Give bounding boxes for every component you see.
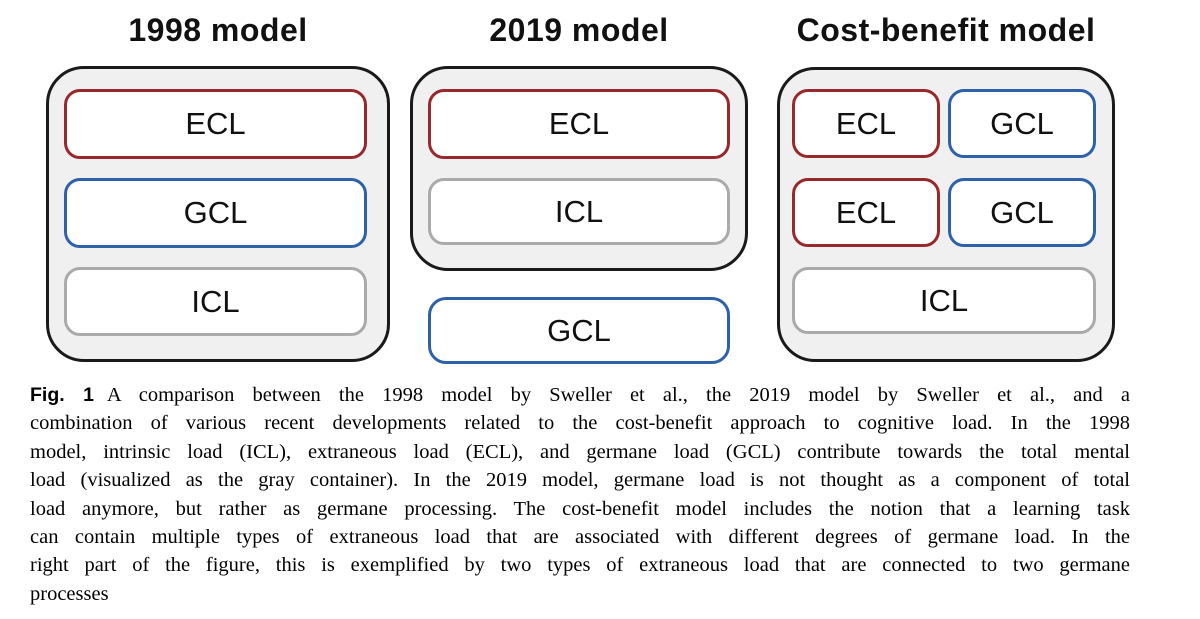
gcl-box-outside: GCL — [428, 297, 730, 364]
caption-line: load (visualized as the gray container).… — [30, 469, 1130, 492]
ecl-box: ECL — [64, 89, 367, 159]
model-title-2019: 2019 model — [489, 12, 669, 48]
caption-line: right part of the figure, this is exempl… — [30, 554, 1130, 577]
model-title-cost-benefit: Cost-benefit model — [796, 12, 1096, 48]
icl-box: ICL — [64, 267, 367, 336]
caption-line: can contain multiple types of extraneous… — [30, 526, 1130, 549]
caption-text: A comparison between the 1998 model by S… — [106, 384, 1130, 406]
caption-line: load anymore, but rather as germane proc… — [30, 497, 1130, 520]
caption-line: processes — [30, 582, 109, 605]
caption-line: model, intrinsic load (ICL), extraneous … — [30, 440, 1130, 463]
figure-caption: Fig. 1 A comparison between the 1998 mode… — [30, 381, 1130, 608]
caption-line: combination of various recent developmen… — [30, 412, 1130, 435]
ecl-box: ECL — [428, 89, 730, 159]
gcl-box: GCL — [948, 89, 1096, 158]
caption-line: Fig. 1 A comparison between the 1998 mode… — [30, 381, 1130, 409]
ecl-box: ECL — [792, 89, 940, 158]
icl-box: ICL — [792, 267, 1096, 334]
icl-box: ICL — [428, 178, 730, 245]
ecl-box: ECL — [792, 178, 940, 247]
figure-label: Fig. 1 — [30, 384, 94, 406]
gcl-box: GCL — [948, 178, 1096, 247]
model-title-1998: 1998 model — [128, 12, 308, 48]
gcl-box: GCL — [64, 178, 367, 248]
